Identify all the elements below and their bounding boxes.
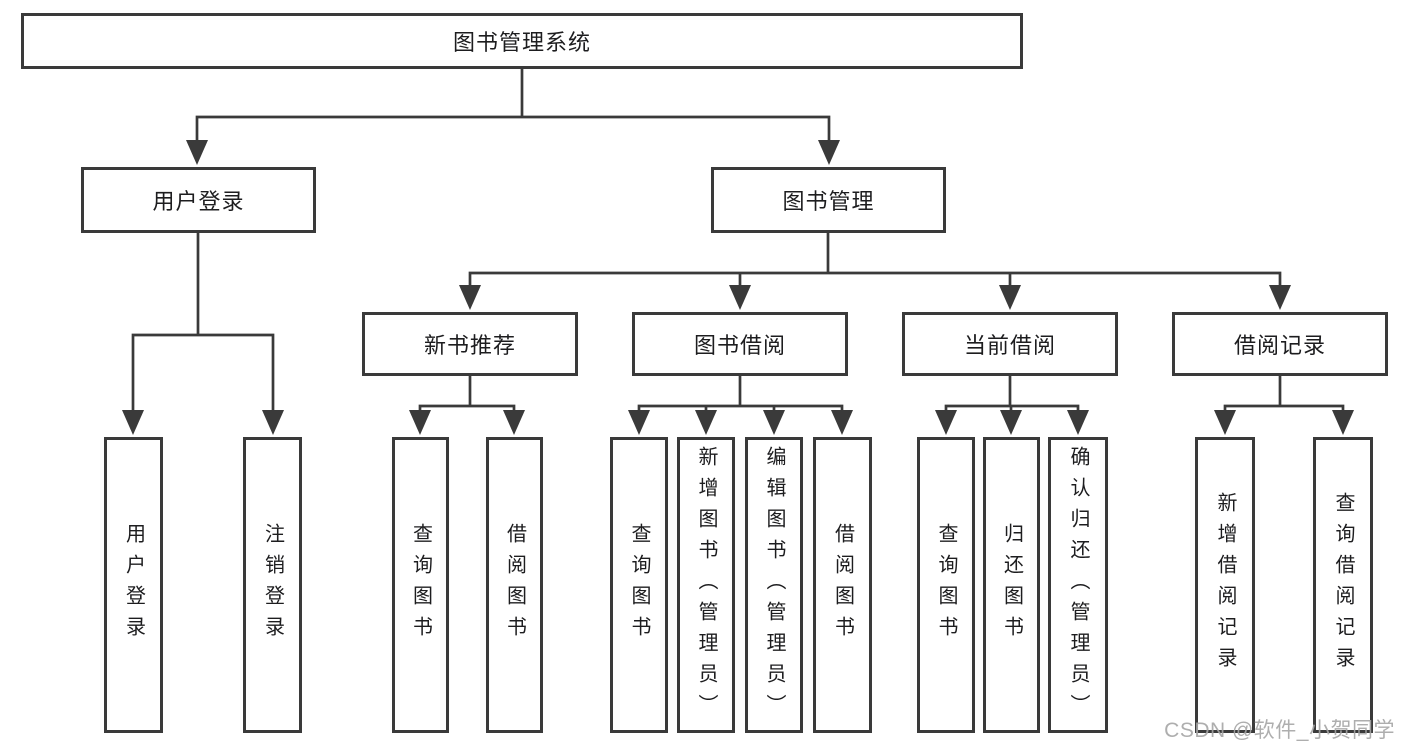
node-user-login-label: 用户登录	[152, 189, 245, 214]
connector-borrow-bus	[637, 404, 844, 412]
node-root: 图书管理系统	[21, 13, 1023, 69]
node-leaf-borrow-edit: 编辑图书（管理员）	[745, 437, 803, 733]
node-leaf-newbook-query-label: 查询图书	[409, 523, 432, 647]
node-leaf-user-login: 用户登录	[104, 437, 163, 733]
node-leaf-logout: 注销登录	[243, 437, 302, 733]
node-leaf-records-add: 新增借阅记录	[1195, 437, 1255, 733]
connector-newbook-bus	[418, 404, 516, 412]
node-borrow-records: 借阅记录	[1172, 312, 1388, 376]
node-leaf-current-return-label: 归还图书	[1000, 523, 1023, 647]
node-leaf-current-query: 查询图书	[917, 437, 975, 733]
node-leaf-borrow-borrow: 借阅图书	[813, 437, 872, 733]
node-book-borrow: 图书借阅	[632, 312, 848, 376]
node-book-mgmt: 图书管理	[711, 167, 946, 233]
node-leaf-current-confirm-label: 确认归还（管理员）	[1067, 445, 1089, 725]
connector-level3-bus	[468, 271, 1282, 288]
node-leaf-current-query-label: 查询图书	[935, 523, 957, 647]
csdn-watermark: CSDN @软件_小贺同学	[1164, 719, 1395, 742]
connector-records-bus	[1223, 404, 1345, 412]
node-book-borrow-label: 图书借阅	[693, 333, 786, 358]
node-leaf-borrow-query: 查询图书	[610, 437, 668, 733]
node-leaf-newbook-borrow-label: 借阅图书	[503, 523, 526, 647]
node-leaf-logout-label: 注销登录	[261, 523, 284, 647]
node-leaf-borrow-query-label: 查询图书	[628, 523, 650, 647]
node-new-book-rec-label: 新书推荐	[423, 333, 516, 358]
node-leaf-newbook-borrow: 借阅图书	[486, 437, 543, 733]
node-leaf-newbook-query: 查询图书	[392, 437, 449, 733]
node-leaf-records-query: 查询借阅记录	[1313, 437, 1373, 733]
node-leaf-borrow-add-label: 新增图书（管理员）	[695, 445, 717, 725]
connector-login-bus	[131, 333, 275, 412]
node-user-login: 用户登录	[81, 167, 316, 233]
node-borrow-records-label: 借阅记录	[1233, 333, 1326, 358]
node-current-borrow: 当前借阅	[902, 312, 1118, 376]
node-leaf-records-query-label: 查询借阅记录	[1332, 492, 1354, 678]
node-leaf-borrow-edit-label: 编辑图书（管理员）	[763, 445, 785, 725]
node-leaf-current-return: 归还图书	[983, 437, 1040, 733]
node-leaf-borrow-add: 新增图书（管理员）	[677, 437, 735, 733]
node-leaf-borrow-borrow-label: 借阅图书	[831, 523, 854, 647]
node-book-mgmt-label: 图书管理	[782, 189, 875, 214]
node-leaf-current-confirm: 确认归还（管理员）	[1048, 437, 1108, 733]
node-leaf-records-add-label: 新增借阅记录	[1214, 492, 1236, 678]
node-current-borrow-label: 当前借阅	[963, 333, 1056, 358]
node-leaf-user-login-label: 用户登录	[122, 523, 145, 647]
connector-current-bus	[944, 404, 1080, 412]
node-root-label: 图书管理系统	[452, 30, 591, 55]
connector-level2-bus	[195, 115, 831, 142]
node-new-book-rec: 新书推荐	[362, 312, 578, 376]
